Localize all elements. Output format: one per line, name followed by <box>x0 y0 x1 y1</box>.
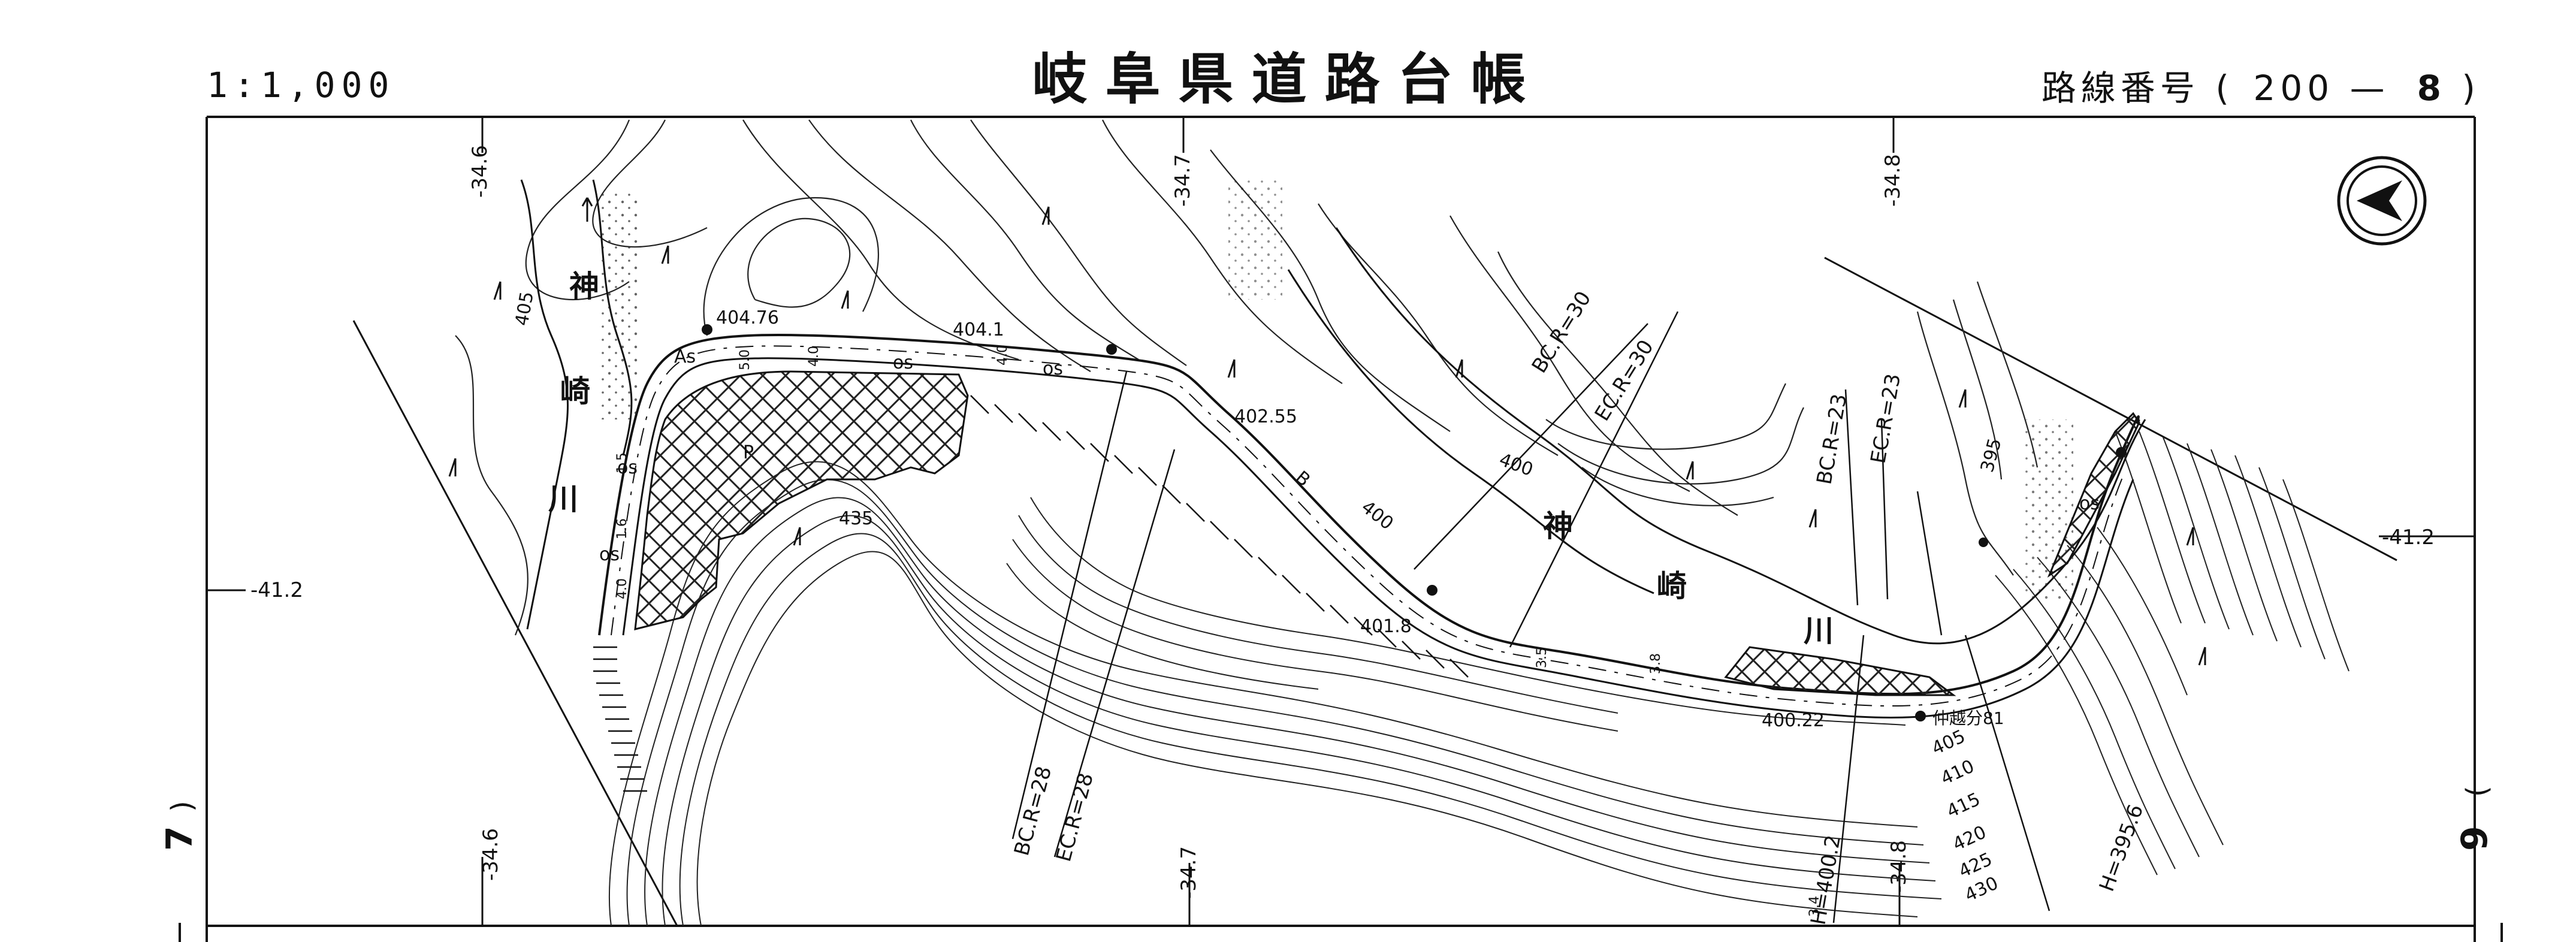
grid-x-top-right: -34.8 <box>1881 154 1905 207</box>
river-label-upper-2: 崎 <box>560 374 590 409</box>
label-bridge: 仲越分81 <box>1932 708 2004 728</box>
width-3-8: 3.8 <box>1648 653 1663 674</box>
hillside-contours <box>608 431 2349 926</box>
width-5-0: 5.0 <box>738 349 753 370</box>
surface-os-5: os <box>2079 493 2100 514</box>
road-alignment <box>598 334 2140 719</box>
route-number: 路線番号 ( 200 — 8 ) <box>2042 60 2480 110</box>
grid-y-right: -41.2 <box>2382 526 2435 550</box>
grid-labels: -34.6 -34.7 -34.8 -34.6 -34.7 -34.8 -41.… <box>250 145 2435 899</box>
sheet-neighbors: 7 9 ) ( <box>159 786 2496 851</box>
grid-x-bottom-left: -34.6 <box>479 828 503 881</box>
route-label: 路線番号 <box>2041 68 2200 108</box>
label-h-395-6: H=395.6 <box>2095 801 2148 895</box>
width-4-0-a: 4.0 <box>995 345 1010 366</box>
surface-p: P <box>743 442 754 463</box>
prev-sheet-number: 7 <box>159 826 201 851</box>
map-scale: 1:1,000 <box>207 65 395 105</box>
grid-x-bottom-right: -34.8 <box>1887 840 1911 893</box>
width-3-5: 3.5 <box>1535 647 1550 668</box>
label-bc-r23: BC.R=23 <box>1812 392 1852 486</box>
label-bc-r30: BC.R=30 <box>1527 287 1596 378</box>
width-1-6: 1.6 <box>615 518 630 539</box>
contour-400: 400 <box>1357 497 1397 535</box>
river-label-lower-1: 神 <box>1543 509 1573 544</box>
vegetation-symbols <box>448 197 2206 666</box>
contour-405-west: 405 <box>511 290 537 327</box>
route-sheet-value: 8 <box>2417 68 2446 108</box>
river-stipple-right <box>2025 419 2073 599</box>
elevation-400-22: 400.22 <box>1762 710 1825 731</box>
grid-ticks <box>207 117 2475 926</box>
grid-x-top-mid: -34.7 <box>1171 154 1195 207</box>
surface-b: B <box>1291 467 1314 491</box>
contour-435: 435 <box>839 508 873 529</box>
map-title: 岐阜県道路台帳 <box>1032 47 1544 111</box>
contour-395: 395 <box>1977 436 2006 475</box>
width-4-0-c: 4.0 <box>615 578 630 599</box>
grid-x-bottom-mid: -34.7 <box>1177 846 1201 899</box>
map-frame <box>179 116 2503 942</box>
next-sheet-paren: ( <box>2460 786 2494 797</box>
width-3-4: 3.4 <box>1807 896 1822 917</box>
river-stipple-top <box>1228 180 1282 300</box>
river-label-upper-3: 川 <box>548 482 578 517</box>
surface-as-1: As <box>674 346 696 367</box>
curve-lines <box>1011 311 2050 923</box>
elevation-402-55: 402.55 <box>1234 406 1297 427</box>
river-label-lower-3: 川 <box>1804 614 1834 648</box>
elevation-401-8: 401.8 <box>1360 616 1412 637</box>
contour-lines <box>455 119 2039 636</box>
surface-os-3: os <box>617 457 638 478</box>
route-close: ) <box>2462 68 2480 108</box>
surface-os-2: os <box>1043 358 1063 379</box>
grid-y-left: -41.2 <box>250 578 303 602</box>
river-stipple-upper <box>599 192 641 419</box>
prev-sheet-paren: ) <box>165 801 199 812</box>
route-number-value: 200 — <box>2253 68 2390 108</box>
next-sheet-number: 9 <box>2454 826 2496 851</box>
map-boundary <box>352 256 2397 926</box>
north-arrow-icon <box>2337 156 2427 246</box>
contour-410: 410 <box>1938 756 1978 789</box>
river-label-lower-2: 崎 <box>1657 569 1687 603</box>
river-labels: 神 崎 川 神 崎 川 <box>548 269 1834 648</box>
contour-415: 415 <box>1944 789 1984 822</box>
elevation-404-1: 404.1 <box>953 319 1004 340</box>
surface-os-1: os <box>893 352 913 373</box>
elevation-404-76: 404.76 <box>716 307 779 328</box>
width-4-0-b: 4.0 <box>807 346 822 367</box>
contour-405: 405 <box>1929 726 1969 759</box>
surface-os-4: os <box>599 544 620 565</box>
route-open: ( <box>2215 68 2234 108</box>
label-ec-r23: EC.R=23 <box>1866 372 1905 466</box>
survey-points <box>702 324 2127 721</box>
slope-ticks <box>593 395 1469 792</box>
river-label-upper-1: 神 <box>569 269 599 304</box>
grid-x-top-left: -34.6 <box>468 145 492 198</box>
width-1-5: 1.5 <box>615 452 630 473</box>
label-ec-r28: EC.R=28 <box>1052 771 1098 865</box>
label-bc-r28: BC.R=28 <box>1010 764 1056 859</box>
width-labels: 5.0 4.0 4.0 3.5 3.8 3.4 1.5 1.6 4.0 <box>615 345 1822 917</box>
